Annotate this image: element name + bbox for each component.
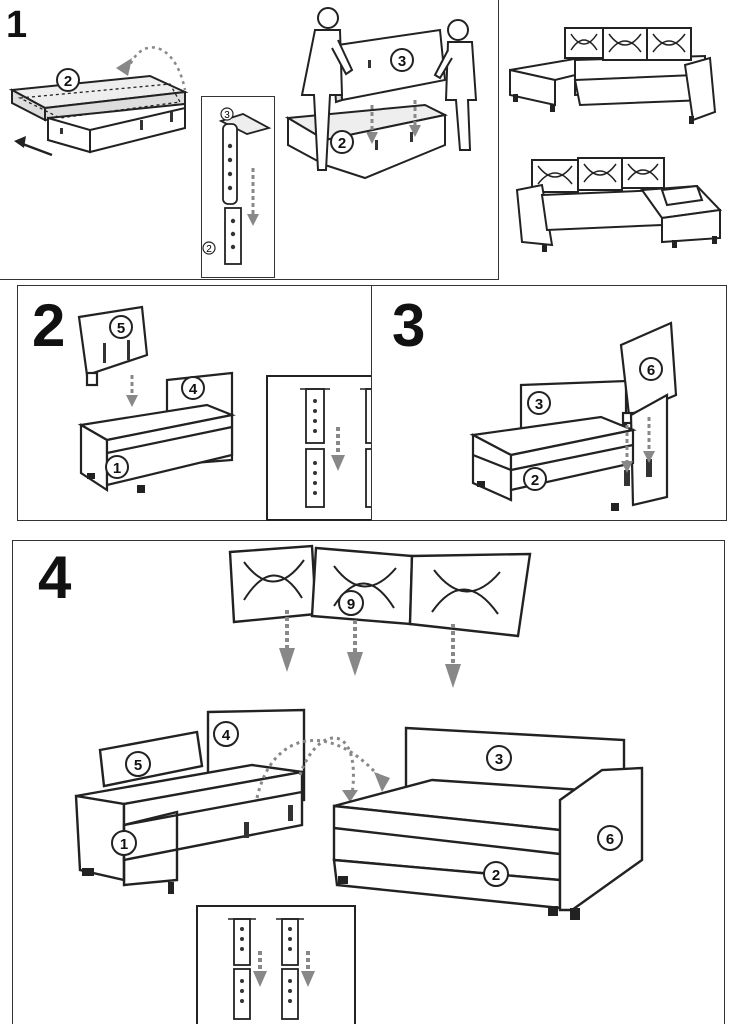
p3-base-label: 2	[531, 472, 539, 489]
p4-arm-left-label: 4	[222, 727, 231, 744]
label-layer-3: 6 3 2	[531, 362, 655, 489]
label-layer-1: 2	[64, 73, 72, 90]
seat2-label: 2	[338, 135, 346, 152]
p2-base-label: 1	[113, 460, 121, 477]
right-module-illustration	[469, 321, 678, 511]
connector-detail-box-2	[196, 905, 356, 1024]
label-layer-4: 9 4 5 1 3 6 2	[120, 596, 614, 884]
label-layer-hinge: 3 2	[202, 107, 234, 255]
p4-back-left-label: 5	[134, 757, 142, 774]
corner-sofa-right-config	[509, 27, 717, 124]
step-2-number: 2	[32, 292, 66, 359]
step-4-number: 4	[38, 544, 72, 611]
hinge-bottom-label: 2	[206, 244, 212, 255]
p4-back-right-label: 3	[495, 751, 503, 768]
p4-cushions-label: 9	[347, 596, 355, 613]
two-people-illustration	[284, 7, 478, 180]
p4-arm-right-label: 6	[606, 831, 614, 848]
step-1-number: 1	[6, 4, 28, 46]
p3-back-label: 3	[535, 396, 543, 413]
hinge-top-label: 3	[224, 110, 230, 121]
final-assembly-illustration	[74, 544, 644, 920]
corner-sofa-left-config	[515, 157, 723, 252]
seat-label: 2	[64, 73, 72, 90]
p4-base-right-label: 2	[492, 867, 500, 884]
p3-arm-label: 6	[647, 362, 655, 379]
hinge-bracket-illustration	[218, 113, 272, 265]
left-module-illustration	[77, 305, 236, 493]
p2-back-label: 5	[117, 320, 125, 337]
p4-base-left-label: 1	[120, 836, 128, 853]
pullout-seat-illustration	[8, 46, 189, 157]
backrest-label: 3	[398, 53, 406, 70]
label-layer-people: 3 2	[338, 53, 406, 152]
connector-detail-illustration-2	[228, 918, 315, 1020]
step-3-number: 3	[392, 292, 426, 359]
p2-arm-label: 4	[189, 381, 198, 398]
label-layer-2: 5 4 1	[113, 320, 198, 477]
